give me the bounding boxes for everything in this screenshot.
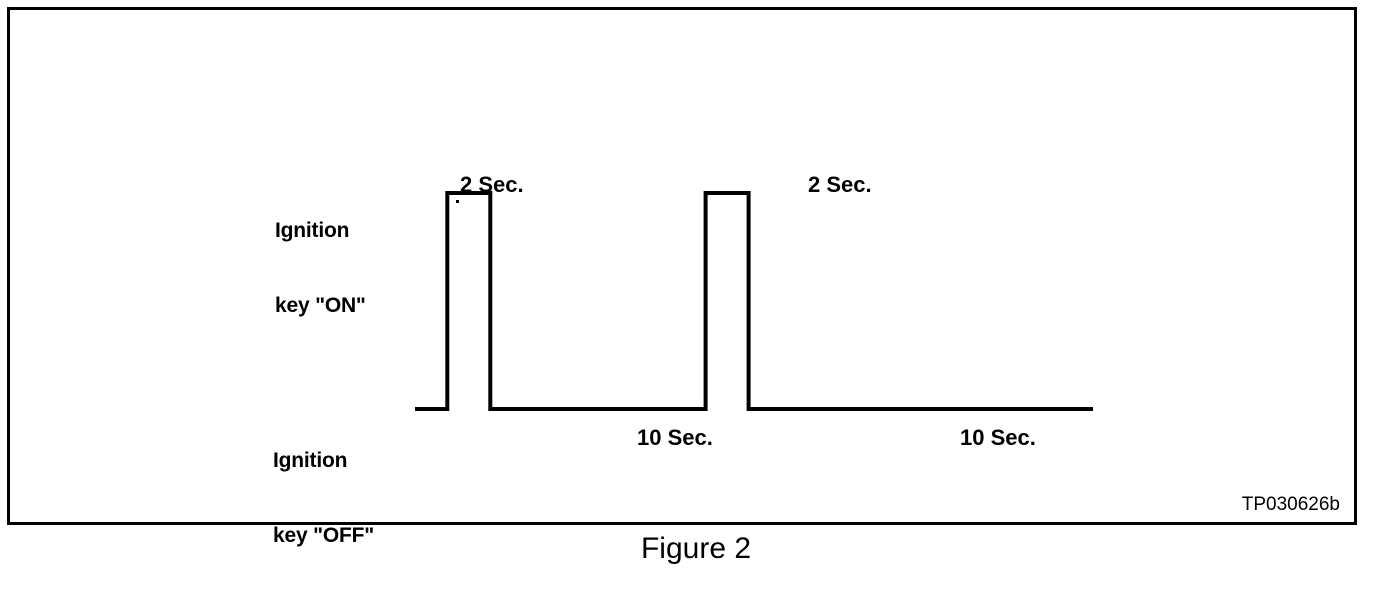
axis-label-ignition-key-off: Ignition key "OFF" <box>273 398 374 598</box>
annotation-gap1-duration: 10 Sec. <box>637 425 713 450</box>
axis-label-ignition-key-on: Ignition key "ON" <box>275 168 366 368</box>
drawing-reference-code: TP030626b <box>1241 494 1340 515</box>
annotation-gap2-duration: 10 Sec. <box>960 425 1036 450</box>
axis-label-off-line1: Ignition <box>273 449 348 472</box>
axis-label-on-line1: Ignition <box>275 219 350 242</box>
annotation-pulse1-duration: 2 Sec. <box>460 172 524 197</box>
annotation-pulse2-duration: 2 Sec. <box>808 172 872 197</box>
axis-label-on-line2: key "ON" <box>275 294 366 317</box>
axis-label-off-line2: key "OFF" <box>273 524 374 547</box>
ignition-key-waveform <box>415 191 1093 411</box>
waveform-trace <box>415 191 1093 411</box>
figure-border-box: Ignition key "ON" Ignition key "OFF" 2 S… <box>7 7 1357 547</box>
figure-caption: Figure 2 <box>640 532 752 565</box>
figure-page: Ignition key "ON" Ignition key "OFF" 2 S… <box>7 7 1357 565</box>
print-artifact-dot <box>456 200 459 203</box>
